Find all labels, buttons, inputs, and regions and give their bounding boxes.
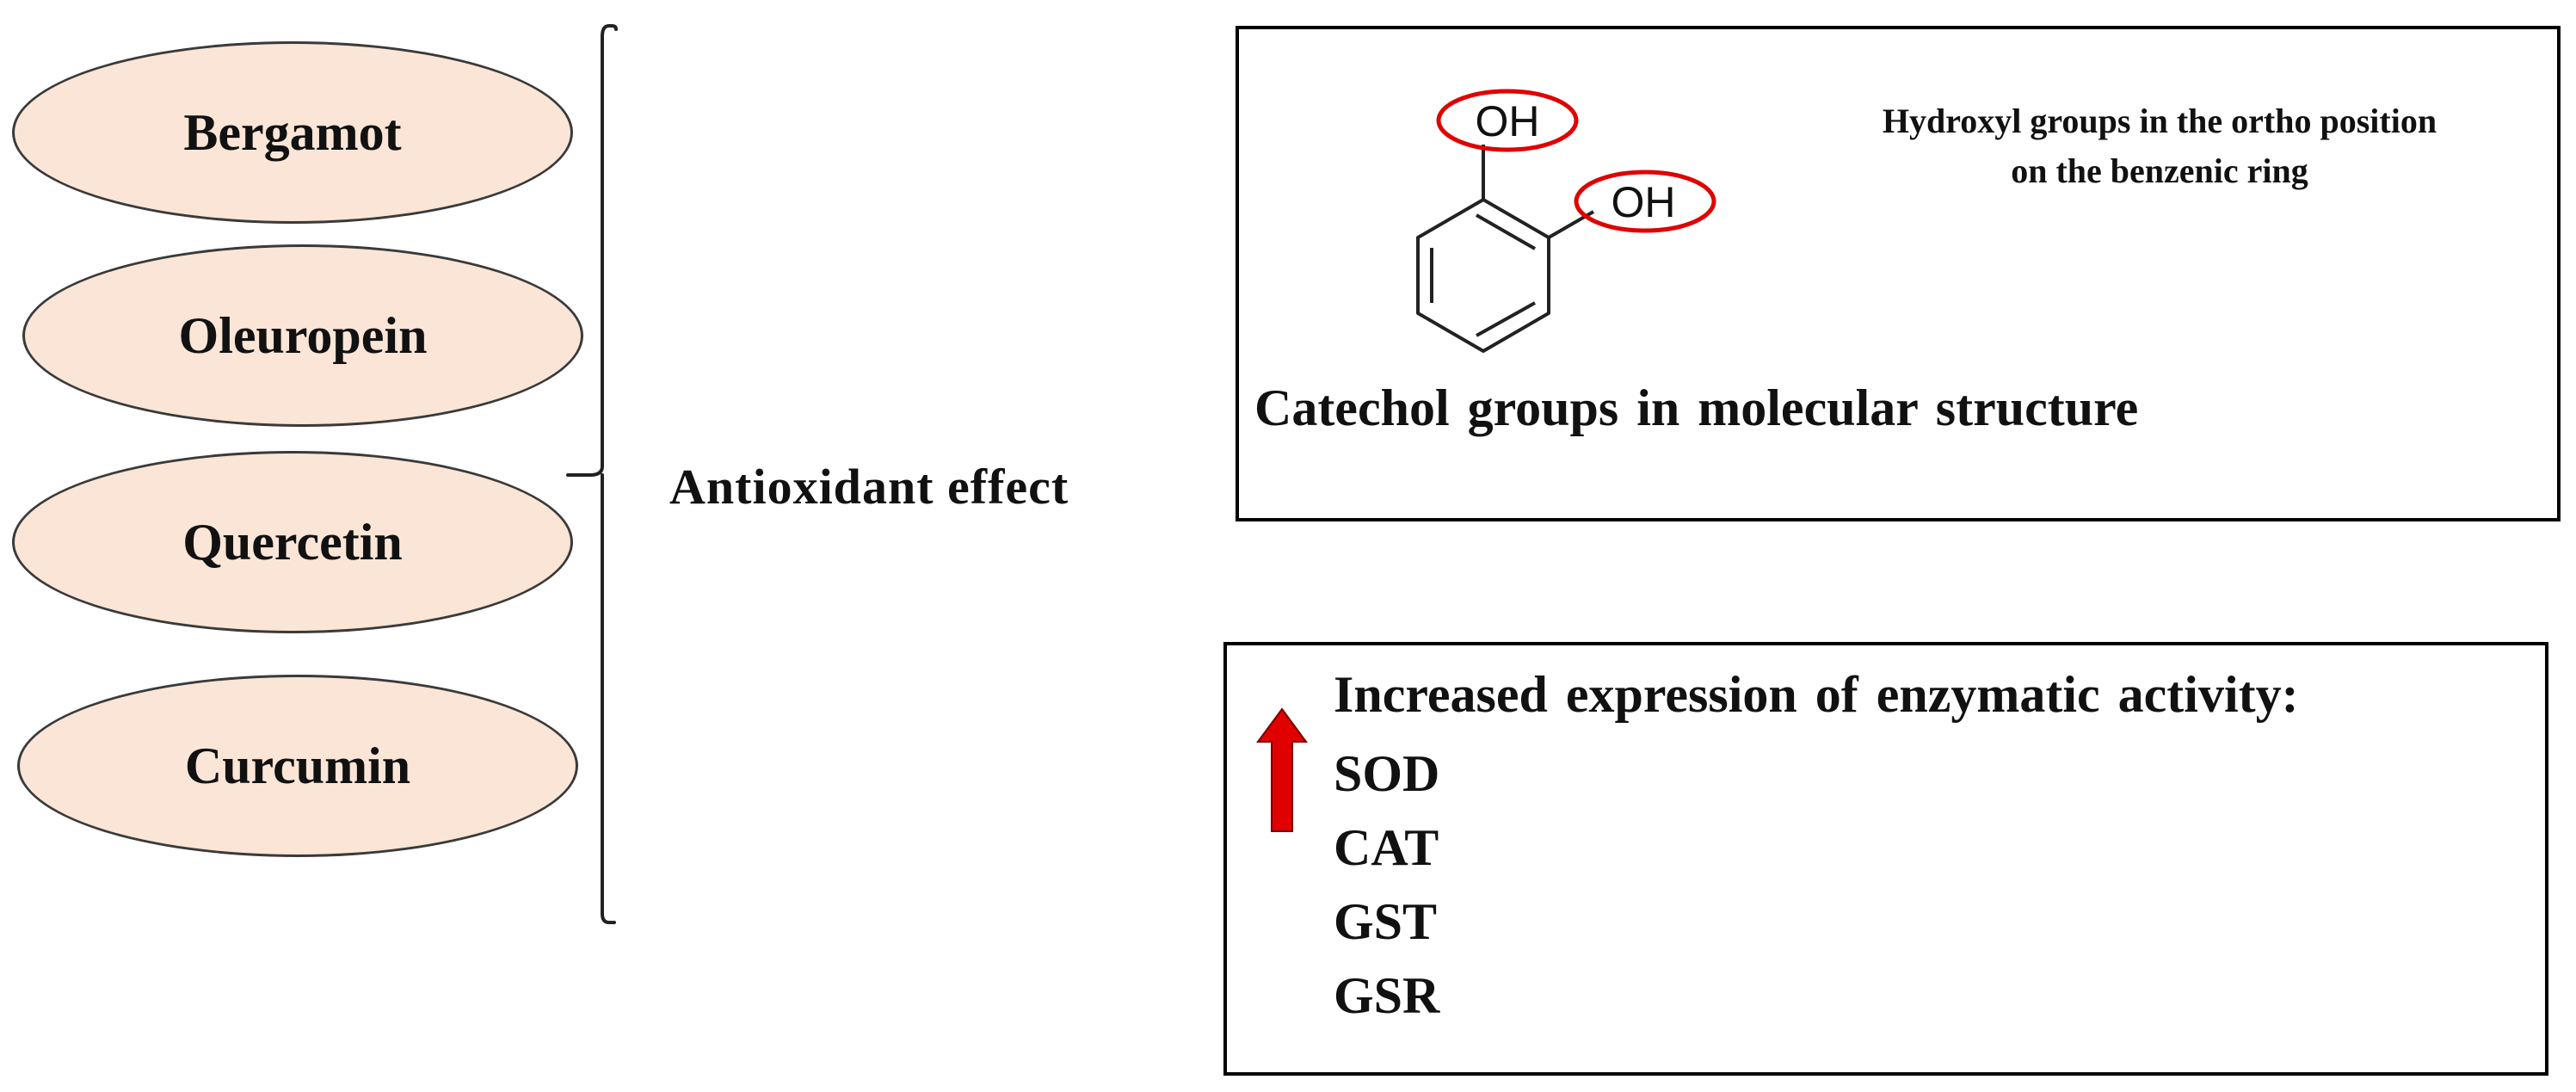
compound-label: Bergamot — [183, 103, 402, 161]
catechol-molecule: OH OH — [1416, 89, 1716, 353]
curly-bracket — [566, 24, 618, 924]
oh-highlight-circle-1 — [1436, 89, 1579, 152]
hydroxyl-line-1: Hydroxyl groups in the ortho position — [1882, 102, 2437, 140]
compound-bergamot: Bergamot — [12, 41, 573, 224]
oh-label-2: OH — [1612, 178, 1676, 226]
hydroxyl-description: Hydroxyl groups in the ortho position on… — [1764, 96, 2555, 196]
catechol-structure-box — [1236, 26, 2561, 521]
enzyme-item-sod: SOD — [1334, 745, 1440, 802]
compound-label: Quercetin — [182, 513, 403, 571]
up-arrow-icon — [1256, 707, 1308, 832]
compound-label: Oleuropein — [178, 306, 428, 364]
enzyme-item-cat: CAT — [1334, 819, 1439, 876]
compound-curcumin: Curcumin — [17, 675, 578, 857]
enzyme-title: Increased expression of enzymatic activi… — [1334, 666, 2299, 723]
compound-label: Curcumin — [184, 737, 411, 794]
enzyme-item-gst: GST — [1334, 893, 1438, 950]
oh-highlight-circle-2 — [1574, 170, 1716, 233]
enzyme-list: SOD CAT GST GSR — [1334, 737, 1439, 1033]
antioxidant-effect-label: Antioxidant effect — [669, 459, 1069, 515]
catechol-caption: Catechol groups in molecular structure — [1254, 379, 2139, 436]
hydroxyl-line-2: on the benzenic ring — [2011, 151, 2308, 190]
compound-oleuropein: Oleuropein — [22, 244, 583, 427]
compound-quercetin: Quercetin — [12, 451, 573, 633]
enzyme-item-gsr: GSR — [1334, 967, 1440, 1024]
oh-label-1: OH — [1476, 97, 1540, 145]
enzyme-activity-box — [1223, 642, 2548, 1076]
benzene-ring — [1416, 145, 1594, 353]
